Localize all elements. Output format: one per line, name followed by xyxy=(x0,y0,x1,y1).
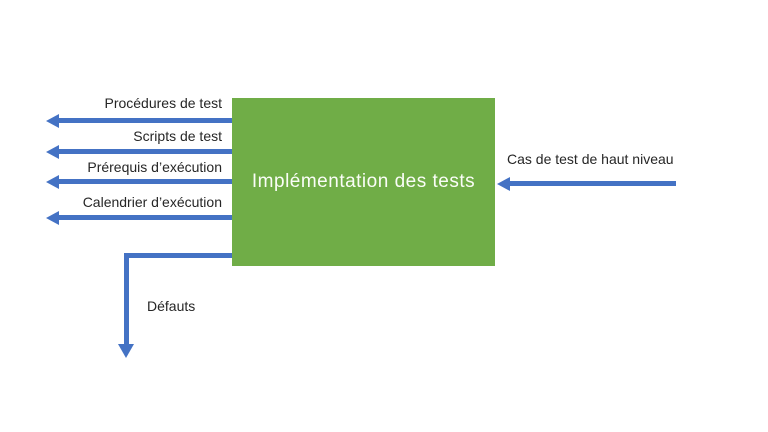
output-arrow-calendrier-execution xyxy=(46,211,232,225)
arrowhead-left-icon xyxy=(46,114,59,128)
arrow-shaft xyxy=(507,181,676,186)
output-arrow-procedures-de-test xyxy=(46,114,232,128)
arrow-shaft xyxy=(56,179,232,184)
arrow-shaft xyxy=(56,149,232,154)
process-box-label: Implémentation des tests xyxy=(251,171,476,192)
output-label-procedures-de-test: Procédures de test xyxy=(104,95,222,111)
output-arrow-prerequis-execution xyxy=(46,175,232,189)
output-label-scripts-de-test: Scripts de test xyxy=(133,128,222,144)
output-label-calendrier-execution: Calendrier d’exécution xyxy=(82,194,222,210)
output-label-prerequis-execution: Prérequis d’exécution xyxy=(87,159,222,175)
arrowhead-left-icon xyxy=(46,145,59,159)
output-label-defauts: Défauts xyxy=(147,298,196,314)
input-label-cas-de-test: Cas de test de haut niveau xyxy=(507,151,674,167)
output-arrow-scripts-de-test xyxy=(46,145,232,159)
arrowhead-left-icon xyxy=(497,177,510,191)
arrowhead-down-icon xyxy=(118,344,134,358)
arrowhead-left-icon xyxy=(46,211,59,225)
input-arrow-cas-de-test xyxy=(497,177,676,191)
arrowhead-left-icon xyxy=(46,175,59,189)
defauts-arrow-vertical-segment xyxy=(124,253,129,345)
arrow-shaft xyxy=(56,215,232,220)
arrow-shaft xyxy=(56,118,232,123)
process-box: Implémentation des tests xyxy=(232,98,495,266)
defauts-arrow-horizontal-segment xyxy=(124,253,232,258)
